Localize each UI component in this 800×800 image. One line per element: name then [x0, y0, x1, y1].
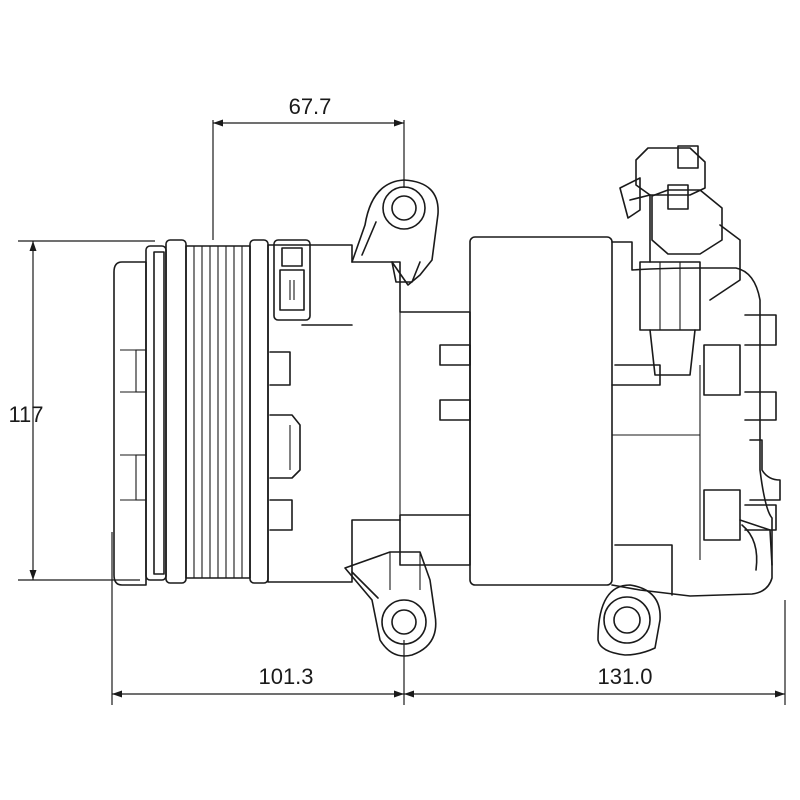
clutch-front-boss	[113, 261, 147, 586]
pulley	[145, 239, 269, 584]
dimension-top-label: 67.7	[289, 94, 332, 119]
rear-mount-ear	[597, 584, 661, 656]
dimension-bottom-left: 101.3	[111, 532, 405, 705]
front-housing	[267, 239, 471, 583]
dimension-bottom-right: 131.0	[404, 600, 786, 705]
dimension-height-label: 117	[8, 402, 43, 427]
top-mount-ear-front	[351, 179, 439, 286]
bottom-mount-ear-front	[344, 551, 437, 657]
rear-head	[611, 241, 781, 597]
control-valve-connector	[619, 145, 741, 376]
dimension-bottom-left-label: 101.3	[258, 664, 313, 689]
dimension-top: 67.7	[212, 94, 405, 240]
dimension-height: 117	[8, 240, 155, 581]
dimension-bottom-right-label: 131.0	[597, 664, 652, 689]
cylinder-body	[469, 236, 613, 586]
